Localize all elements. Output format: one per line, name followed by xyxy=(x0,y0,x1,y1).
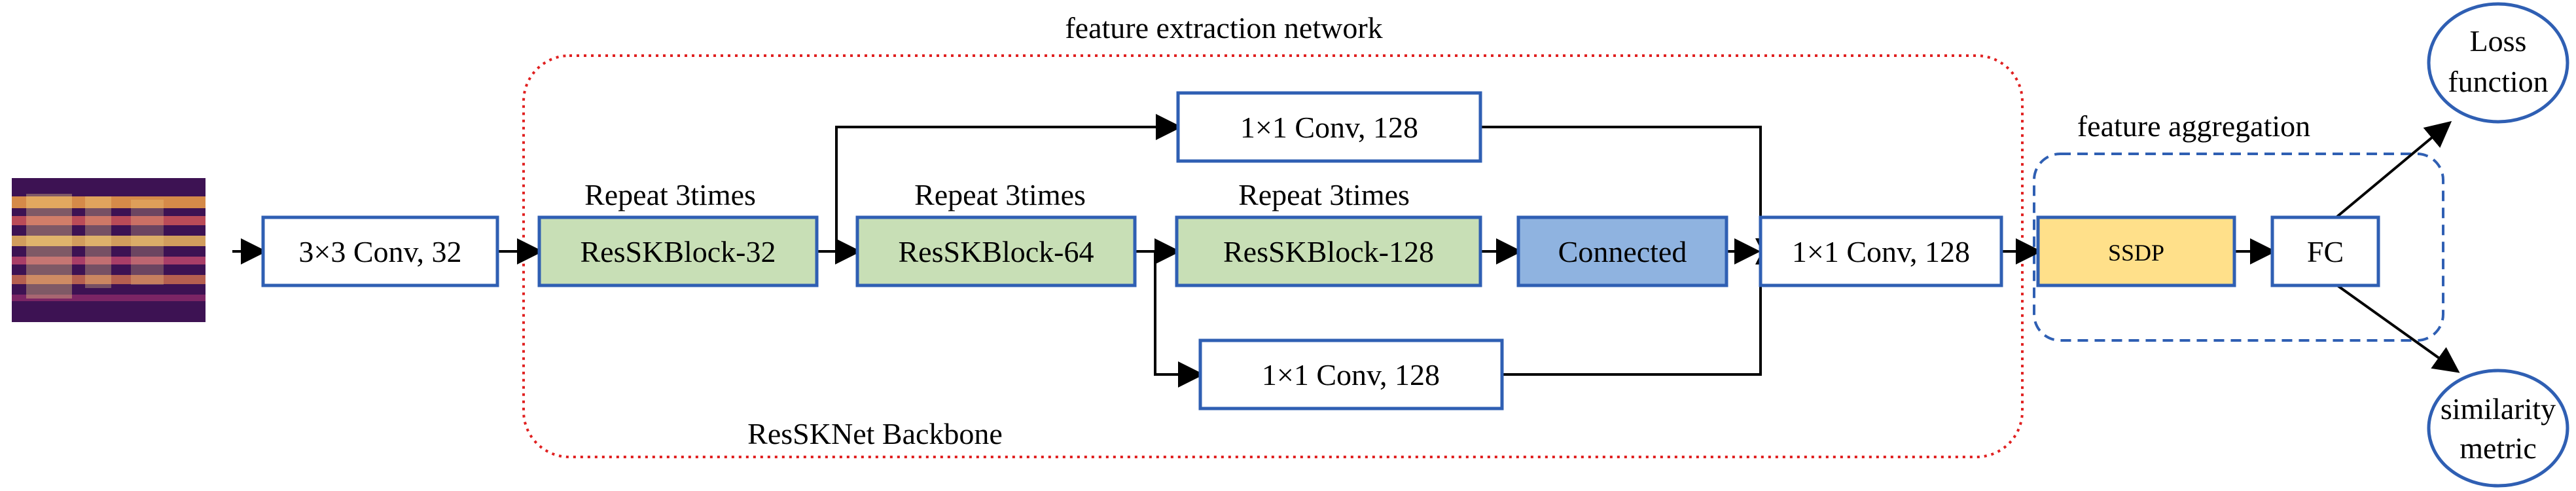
connectors xyxy=(232,114,2460,388)
input-conv-label: 3×3 Conv, 32 xyxy=(298,235,461,268)
ressk-block-64-label: ResSKBlock-64 xyxy=(899,235,1094,268)
bottom-conv-label: 1×1 Conv, 128 xyxy=(1262,358,1440,391)
ressk-block-128-label: ResSKBlock-128 xyxy=(1223,235,1434,268)
input-conv-box xyxy=(261,215,499,287)
similarity-metric-line1: similarity xyxy=(2441,392,2556,426)
top-conv-label: 1×1 Conv, 128 xyxy=(1240,111,1418,144)
fc-label: FC xyxy=(2307,235,2344,268)
merge-conv-box xyxy=(1759,215,2003,287)
ressk-block-32-label: ResSKBlock-32 xyxy=(581,235,776,268)
connected-box xyxy=(1516,215,1728,287)
repeat-label-2: Repeat 3times xyxy=(914,178,1086,211)
ssdp-label: SSDP xyxy=(2108,240,2164,266)
top-conv-box xyxy=(1176,91,1482,163)
ressk-block-64 xyxy=(855,215,1137,287)
ressk-block-128 xyxy=(1175,215,1482,287)
connected-label: Connected xyxy=(1558,235,1687,268)
feature-extraction-title: feature extraction network xyxy=(1065,11,1382,45)
loss-function-line1: Loss xyxy=(2470,24,2527,58)
repeat-label-1: Repeat 3times xyxy=(584,178,756,211)
ressk-block-32 xyxy=(537,215,819,287)
spectrogram-image xyxy=(12,178,206,322)
ssdp-box xyxy=(2036,215,2236,287)
feature-aggregation-label: feature aggregation xyxy=(2077,109,2310,143)
loss-function-line2: function xyxy=(2448,65,2548,98)
repeat-label-3: Repeat 3times xyxy=(1238,178,1410,211)
bottom-conv-box xyxy=(1198,338,1504,410)
backbone-label: ResSKNet Backbone xyxy=(747,417,1003,450)
similarity-metric-ellipse xyxy=(2427,369,2569,488)
loss-function-ellipse xyxy=(2427,2,2569,124)
similarity-metric-line2: metric xyxy=(2460,431,2537,465)
feature-aggregation-frame xyxy=(2033,153,2444,342)
merge-conv-label: 1×1 Conv, 128 xyxy=(1792,235,1970,268)
fc-box xyxy=(2270,215,2380,287)
